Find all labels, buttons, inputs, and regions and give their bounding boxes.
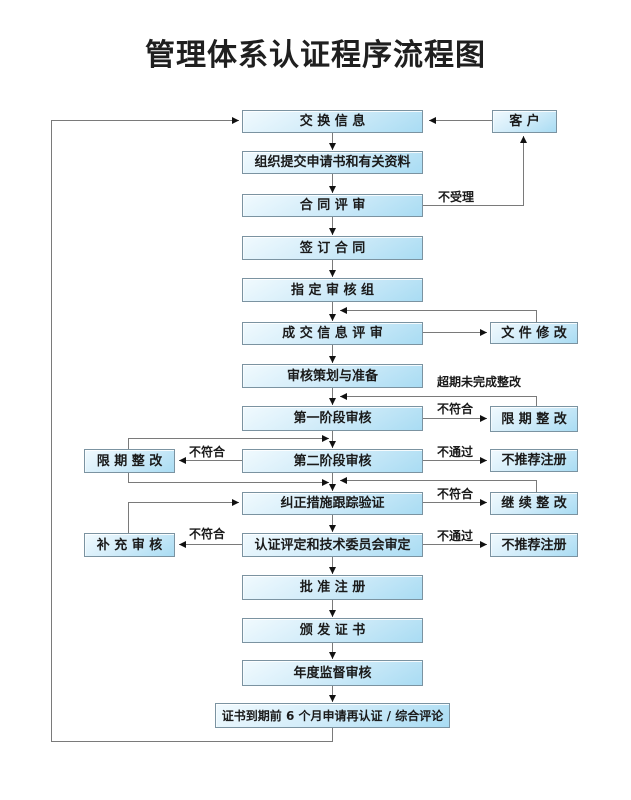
node-rectify-limit-left: 限 期 整 改 [84, 449, 175, 473]
edge-rectify-right-feedback [340, 393, 537, 406]
node-not-recommend-2: 不推荐注册 [490, 533, 578, 557]
node-assign-audit-team: 指 定 审 核 组 [242, 278, 423, 302]
edge-label-nonconform-evaluation: 不符合 [189, 527, 226, 541]
node-deal-info-review: 成 交 信 息 评 审 [242, 322, 423, 345]
edge-rectify-left-top-loop [128, 435, 329, 449]
edge-label-overdue-rectify: 超期未完成整改 [437, 375, 522, 389]
node-rectify-limit-right: 限 期 整 改 [490, 406, 578, 432]
node-not-recommend-1: 不推荐注册 [490, 449, 578, 472]
node-stage2-audit: 第二阶段审核 [242, 449, 423, 473]
node-stage1-audit: 第一阶段审核 [242, 406, 423, 431]
edge-label-reject: 不受理 [438, 190, 475, 204]
node-corrective-verify: 纠正措施跟踪验证 [242, 492, 423, 515]
node-contract-review: 合 同 评 审 [242, 194, 423, 217]
node-recert-apply: 证书到期前 6 个月申请再认证 / 综合评论 [215, 703, 450, 728]
node-issue-certificate: 颁 发 证 书 [242, 618, 423, 643]
node-approve-registration: 批 准 注 册 [242, 575, 423, 600]
edge-label-nonconform-stage2-left: 不符合 [189, 445, 226, 459]
node-doc-modify: 文 件 修 改 [490, 322, 578, 344]
node-annual-surveillance: 年度监督审核 [242, 660, 423, 686]
node-exchange-info: 交 换 信 息 [242, 110, 423, 133]
node-audit-planning: 审核策划与准备 [242, 364, 423, 388]
edge-label-fail-stage2: 不通过 [437, 445, 474, 459]
edge-label-nonconform-corrective: 不符合 [437, 487, 474, 501]
node-customer: 客 户 [492, 110, 557, 133]
edge-docmodify-feedback [340, 307, 537, 322]
edge-continue-rectify-feedback [340, 477, 537, 492]
edge-supplementary-loop [128, 499, 239, 533]
node-sign-contract: 签 订 合 同 [242, 236, 423, 260]
node-submit-application: 组织提交申请书和有关资料 [242, 151, 423, 174]
node-continue-rectify: 继 续 整 改 [490, 492, 578, 515]
node-supplementary-audit: 补 充 审 核 [84, 533, 175, 557]
edge-label-nonconform-stage1: 不符合 [437, 402, 474, 416]
edge-contract-reject-to-customer [423, 136, 527, 206]
node-evaluation: 认证评定和技术委员会审定 [242, 533, 423, 557]
edge-rectify-left-bottom-loop [128, 473, 329, 486]
page-title: 管理体系认证程序流程图 [145, 38, 486, 73]
edge-recert-loop-to-exchange [51, 117, 333, 742]
edge-label-fail-evaluation: 不通过 [437, 529, 474, 543]
